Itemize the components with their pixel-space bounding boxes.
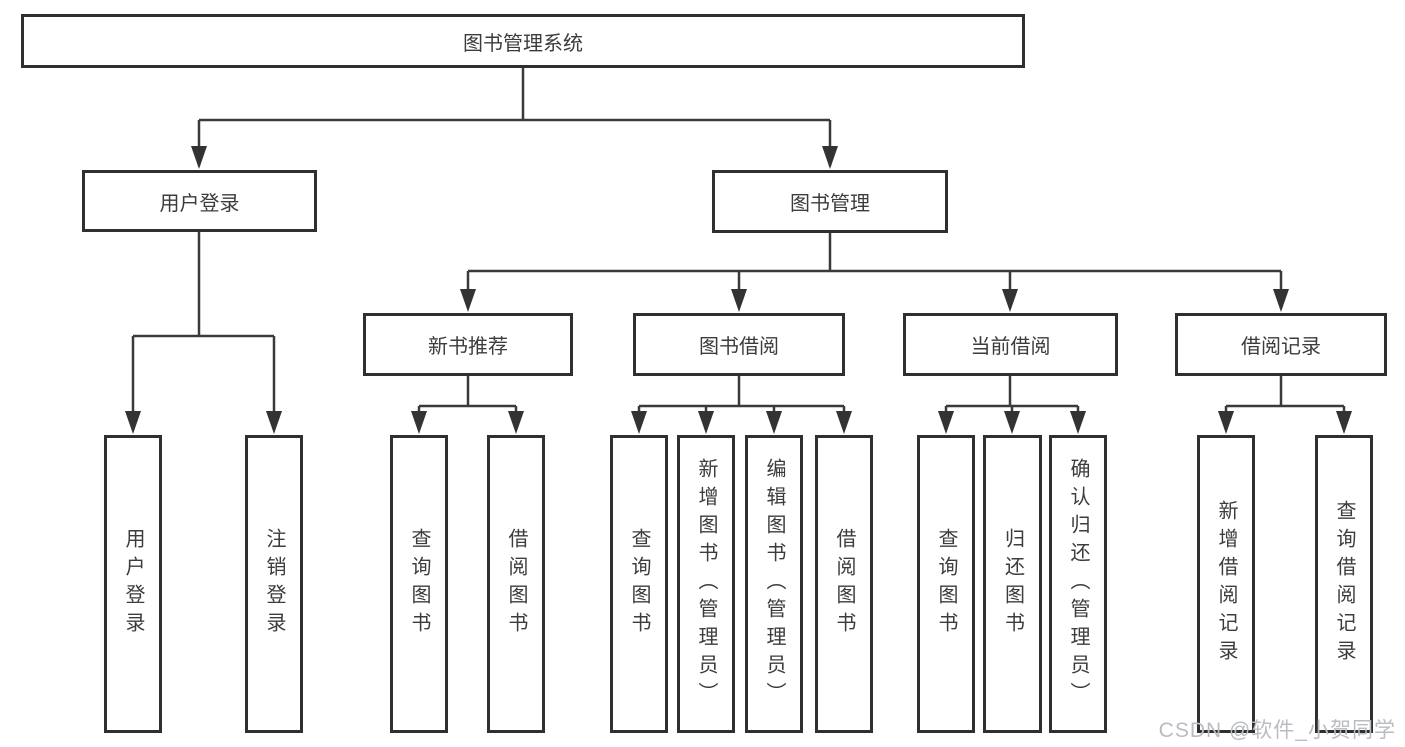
leaf-user-login: 用户登录 xyxy=(104,435,162,733)
leaf-logout: 注销登录 xyxy=(245,435,303,733)
leaf-add-book-admin-label: 新增图书（管理员） xyxy=(695,458,717,710)
leaf-return-book-label: 归还图书 xyxy=(1001,528,1024,640)
edge-book-borrow-to-leaves xyxy=(631,376,852,434)
leaf-add-book-admin: 新增图书（管理员） xyxy=(677,435,735,733)
node-book-management-label: 图书管理 xyxy=(790,193,870,215)
leaf-user-login-label: 用户登录 xyxy=(122,528,144,640)
leaf-query-book-3-label: 查询图书 xyxy=(935,528,957,640)
leaf-query-book-1-label: 查询图书 xyxy=(408,528,430,640)
edge-book-management-to-level3 xyxy=(460,233,1289,312)
leaf-borrow-book-1: 借阅图书 xyxy=(487,435,545,733)
node-borrow-record: 借阅记录 xyxy=(1175,313,1387,376)
leaf-edit-book-admin: 编辑图书（管理员） xyxy=(745,435,803,733)
leaf-add-borrow-record: 新增借阅记录 xyxy=(1197,435,1255,733)
node-new-book-recommend-label: 新书推荐 xyxy=(428,336,508,358)
leaf-query-borrow-record-label: 查询借阅记录 xyxy=(1333,500,1355,668)
node-user-login-label: 用户登录 xyxy=(159,192,240,215)
node-book-borrow-label: 图书借阅 xyxy=(699,336,779,358)
node-root: 图书管理系统 xyxy=(21,14,1025,68)
csdn-watermark: CSDN @软件_小贺同学 xyxy=(1158,719,1396,742)
leaf-add-borrow-record-label: 新增借阅记录 xyxy=(1215,500,1237,668)
leaf-confirm-return-admin: 确认归还（管理员） xyxy=(1049,435,1107,733)
edge-user-login-to-leaves xyxy=(125,232,282,434)
leaf-borrow-book-2-label: 借阅图书 xyxy=(833,528,855,640)
leaf-query-book-3: 查询图书 xyxy=(917,435,975,733)
node-user-login: 用户登录 xyxy=(82,170,317,232)
node-current-borrow-label: 当前借阅 xyxy=(970,336,1051,358)
edge-root-to-level2 xyxy=(191,68,838,169)
leaf-borrow-book-2: 借阅图书 xyxy=(815,435,873,733)
edge-new-book-to-leaves xyxy=(411,376,524,434)
leaf-edit-book-admin-label: 编辑图书（管理员） xyxy=(763,458,785,710)
edge-current-borrow-to-leaves xyxy=(938,376,1086,434)
node-borrow-record-label: 借阅记录 xyxy=(1241,336,1321,358)
leaf-query-book-2: 查询图书 xyxy=(610,435,668,733)
node-new-book-recommend: 新书推荐 xyxy=(363,313,573,376)
edge-borrow-record-to-leaves xyxy=(1218,376,1352,434)
node-current-borrow: 当前借阅 xyxy=(903,313,1118,376)
node-book-borrow: 图书借阅 xyxy=(633,313,845,376)
leaf-return-book: 归还图书 xyxy=(983,435,1042,733)
leaf-borrow-book-1-label: 借阅图书 xyxy=(505,528,527,640)
leaf-query-borrow-record: 查询借阅记录 xyxy=(1315,435,1373,733)
leaf-query-book-1: 查询图书 xyxy=(390,435,448,733)
leaf-query-book-2-label: 查询图书 xyxy=(628,528,650,640)
leaf-confirm-return-admin-label: 确认归还（管理员） xyxy=(1067,458,1089,710)
leaf-logout-label: 注销登录 xyxy=(263,528,285,640)
node-root-label: 图书管理系统 xyxy=(463,32,583,55)
node-book-management: 图书管理 xyxy=(712,170,948,233)
